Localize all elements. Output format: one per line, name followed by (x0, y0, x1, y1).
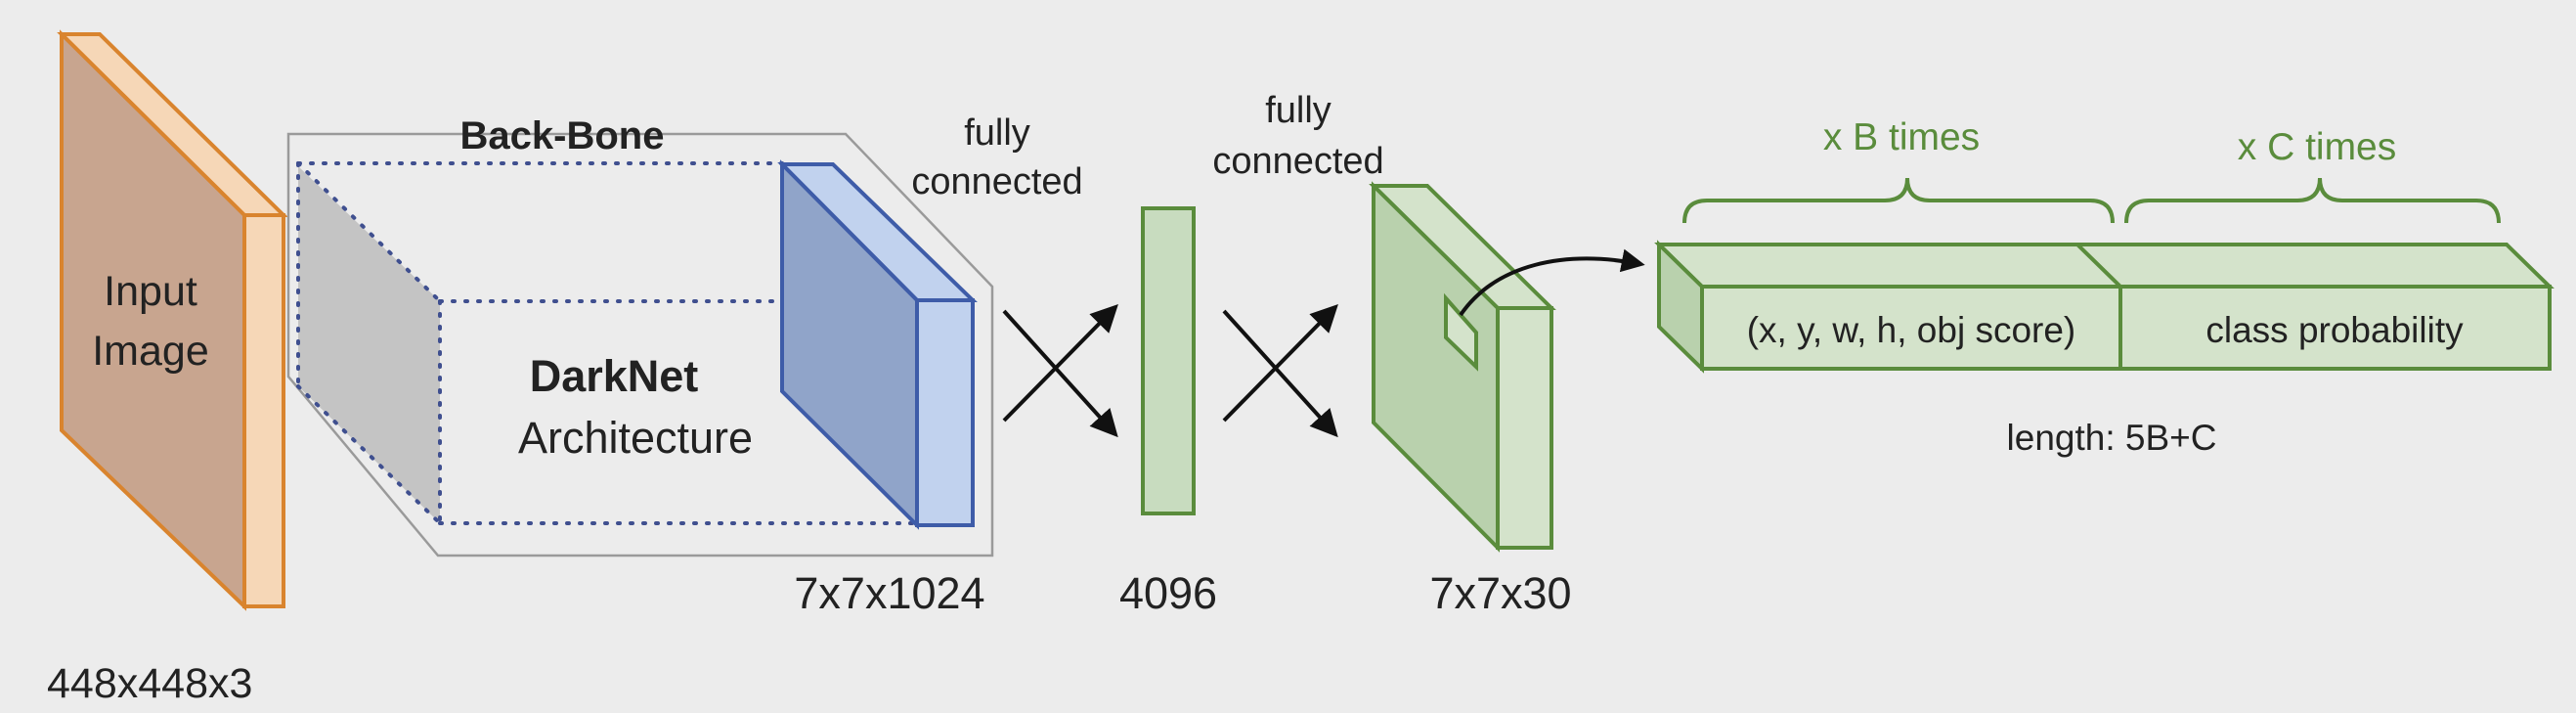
output-vector-top (1654, 243, 2554, 289)
output-vector-box-section (1700, 285, 2122, 371)
fc-vector-dims-label: 4096 (1119, 568, 1217, 618)
backbone-grey-panel (298, 166, 440, 523)
b-times-label: x B times (1823, 116, 1980, 158)
input-image-label-2: Image (92, 328, 209, 375)
backbone-outline (286, 132, 994, 557)
fc2-label-2: connected (1212, 141, 1383, 182)
c-times-label: x C times (2238, 126, 2397, 168)
input-image-side (242, 213, 285, 608)
fc1-label-1: fully (964, 112, 1030, 154)
input-image-block: Input Image (57, 29, 288, 611)
vector-length-label: length: 5B+C (2007, 418, 2217, 458)
output-tensor-dims-label: 7x7x30 (1429, 568, 1571, 618)
output-tensor-7x7x30 (1369, 181, 1556, 553)
feature-map-side (915, 298, 975, 527)
output-vector-class-section (2118, 285, 2552, 371)
output-vector-top-divider (2075, 243, 2122, 289)
fc-vector-4096 (1141, 206, 1196, 515)
fc2-cross-arrows-icon (1222, 304, 1338, 438)
feature-map-dims-label: 7x7x1024 (794, 568, 984, 618)
fc2-label-1: fully (1265, 90, 1332, 131)
feature-map-7x7x1024 (777, 159, 978, 530)
class-probability-label: class probability (2205, 310, 2464, 350)
cell-to-vector-arrow-icon (1459, 248, 1645, 317)
output-tensor-side (1496, 306, 1553, 550)
fc1-cross-arrows-icon (1002, 304, 1118, 438)
darknet-label: DarkNet (530, 351, 699, 401)
box-params-label: (x, y, w, h, obj score) (1747, 310, 2076, 350)
output-tensor-cell (1444, 292, 1478, 372)
architecture-label: Architecture (518, 413, 753, 463)
b-times-brace (1682, 177, 2115, 224)
backbone-block: Back-Bone DarkNet Architecture (286, 114, 994, 557)
output-vector: (x, y, w, h, obj score) class probabilit… (1654, 240, 2554, 374)
backbone-title: Back-Bone (460, 114, 665, 157)
fc1-label-2: connected (911, 161, 1082, 202)
c-times-brace (2124, 177, 2501, 224)
input-dims-label: 448x448x3 (47, 660, 252, 707)
input-image-label-1: Input (104, 268, 197, 315)
